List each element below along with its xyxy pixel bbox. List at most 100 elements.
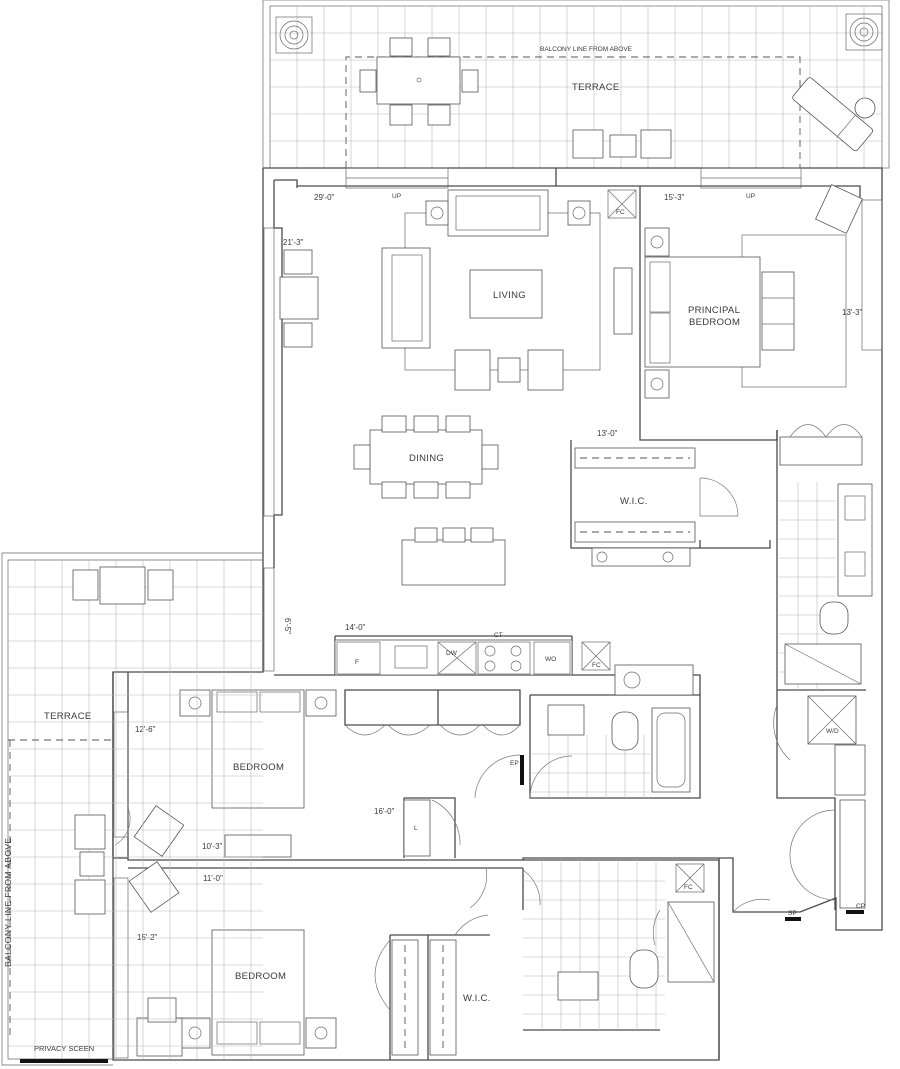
bath-mid-tiles	[530, 735, 650, 798]
fc-top	[607, 189, 637, 219]
linen-tag: L	[414, 825, 418, 832]
cp-mark	[846, 910, 864, 914]
chair-bottom-top	[128, 861, 180, 913]
chair-mid	[133, 805, 185, 857]
top-balcony-line-label: BALCONY LINE FROM ABOVE	[540, 46, 633, 53]
privacy-screen-label: PRIVACY SCEEN	[34, 1044, 94, 1053]
kitchen-width-dim: 14'-0"	[345, 623, 366, 632]
fc-bath-tag: FC	[684, 884, 693, 891]
desk-mid	[224, 834, 292, 858]
dishwasher	[437, 641, 477, 675]
bath-bottom: FC	[522, 862, 715, 1030]
dining-label: DINING	[409, 453, 444, 464]
wd-tag: W/D	[826, 728, 839, 735]
tv-console	[613, 267, 633, 335]
kitchen-island	[401, 539, 506, 586]
desk-bottom	[136, 1017, 183, 1057]
coffee-table	[469, 269, 543, 319]
planter-left	[275, 16, 313, 54]
bath-mid: EP	[474, 704, 691, 799]
kitchen-side-dim: 6'-5"	[283, 618, 292, 634]
bedroom-bottom-label: BEDROOM	[235, 971, 286, 982]
fridge	[336, 641, 381, 675]
sp-tag: SP	[788, 910, 797, 917]
linen-closet	[403, 799, 431, 857]
fridge-tag: F	[355, 659, 359, 666]
living-wall-left	[273, 179, 298, 568]
living-top-wall	[297, 168, 640, 187]
sofa-top	[447, 189, 549, 237]
nightstand-top	[644, 227, 670, 257]
left-terrace-label: TERRACE	[44, 711, 92, 722]
chair-bottom-low	[147, 997, 177, 1023]
dishwasher-tag: DW	[446, 650, 458, 657]
bedroom-bottom: BEDROOM 15'-2" W.I.C.	[128, 861, 490, 1057]
principal-label-2: BEDROOM	[689, 317, 740, 328]
nightstand-bot-left	[179, 1017, 211, 1049]
principal-width-dim: 15'-3"	[664, 193, 685, 202]
linen-ensuite	[779, 436, 863, 466]
dining-depth-dim: 21'-3"	[283, 238, 304, 247]
bath-mid-toilet	[611, 711, 639, 751]
hall-closet	[839, 799, 866, 909]
desk-nook	[614, 664, 694, 696]
left-terrace-outline	[1, 552, 263, 1066]
left-terrace-lounge	[74, 814, 106, 915]
ep-tag: EP	[510, 760, 519, 767]
wic-nightstands	[591, 547, 691, 567]
kitchen: F DW CT WO 14'-0" 6'-5" FC	[283, 618, 694, 696]
bath-bottom-tiles	[523, 862, 665, 1030]
closet-a-dim: 10'-3"	[202, 842, 223, 851]
bedroom-mid: BEDROOM 12'-6" 16'-0" 10'-3" 11'-0" L	[114, 689, 521, 883]
sink	[394, 645, 428, 669]
top-balcony-line	[345, 56, 801, 168]
kitchen-counter	[334, 639, 573, 676]
terrace-lounge	[572, 129, 672, 159]
living-area: LIVING 29'-0" 21'-3" UP DINING	[279, 189, 601, 586]
living-label: LIVING	[493, 290, 526, 301]
left-balcony-line-label: BALCONY LINE FROM ABOVE	[3, 838, 13, 968]
bath-mid-vanity	[547, 704, 585, 736]
top-terrace-label: TERRACE	[572, 82, 620, 93]
privacy-screen-mark	[20, 1059, 108, 1063]
wall-oven-tag: WO	[545, 656, 556, 663]
nightstand-mid-right	[305, 689, 337, 717]
ensuite: W/D CP SP	[732, 424, 873, 921]
walls	[112, 167, 883, 1061]
lounge-chair-top	[792, 77, 873, 152]
lamp-right	[567, 200, 591, 226]
nightstand-bottom	[644, 369, 670, 399]
up-tag-right: UP	[746, 193, 755, 200]
side-table	[854, 97, 876, 119]
fc-kitchen	[581, 641, 611, 671]
lamp-left	[425, 200, 449, 226]
left-terrace-dining	[72, 566, 174, 605]
fc-top-tag: FC	[616, 209, 625, 216]
cooktop	[477, 641, 531, 675]
armchair-left	[454, 349, 491, 391]
bedroom-bottom-bed	[211, 929, 305, 1056]
cp-tag: CP	[856, 903, 865, 910]
ensuite-vanity	[837, 483, 873, 597]
wic-width-dim: 13'-0"	[597, 429, 618, 438]
terrace-dining-set	[359, 37, 479, 126]
left-terrace-tiles	[8, 560, 263, 1059]
wall-oven	[533, 641, 571, 675]
closet-b-dim: 11'-0"	[203, 874, 223, 883]
fc-bath	[675, 863, 705, 893]
bath-bottom-toilet	[629, 949, 659, 989]
dining-table	[369, 429, 483, 485]
wic-top-label: W.I.C.	[620, 496, 648, 507]
bedroom-mid-label: BEDROOM	[233, 762, 284, 773]
fc-kitchen-tag: FC	[592, 662, 601, 669]
sp-mark	[785, 917, 801, 921]
nightstand-bot-right	[305, 1017, 337, 1049]
bath-mid-tub	[651, 707, 691, 793]
sofa-left	[381, 247, 431, 349]
desk-left	[279, 276, 319, 320]
living-width-dim: 29'-0"	[314, 193, 335, 202]
bedroom-mid-width-dim: 16'-0"	[374, 807, 395, 816]
principal-label-1: PRINCIPAL	[688, 305, 740, 316]
closets-mid	[344, 689, 521, 726]
